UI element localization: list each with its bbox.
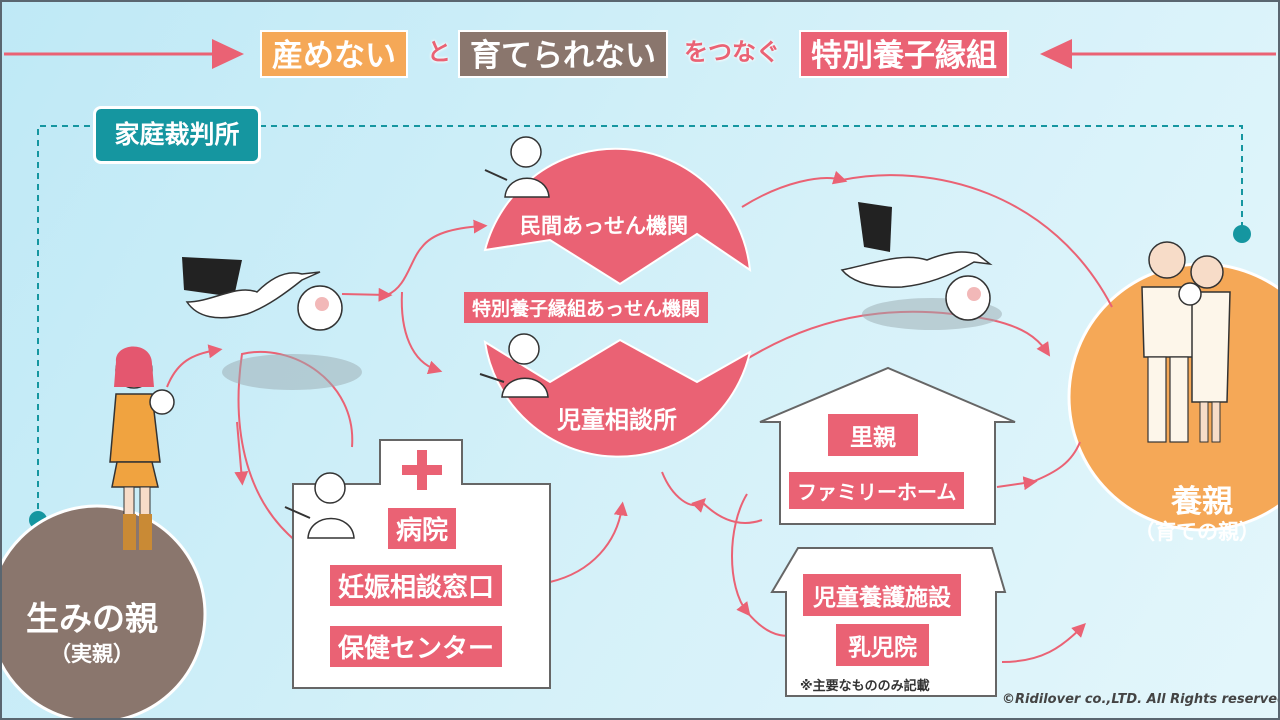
child-guidance-center-label: 児童相談所: [557, 406, 677, 434]
child-center-staff-illustration: [479, 333, 549, 398]
title-join-connect: をつなぐ: [684, 38, 780, 66]
title-join-and: と: [427, 38, 451, 66]
foster-item-foster-parent: 里親: [828, 414, 918, 456]
hospital-cross-icon: [402, 450, 442, 490]
foster-item-family-home: ファミリーホーム: [789, 472, 965, 509]
stork-left-illustration: [182, 257, 362, 390]
birth-parent-sub: （実親）: [50, 642, 134, 666]
stork-right-illustration: [840, 202, 1002, 330]
flow-arrows: [166, 170, 1113, 663]
private-agency-label: 民間あっせん機関: [520, 214, 688, 238]
hospital-staff-illustration: [284, 472, 355, 539]
birth-mother-illustration: [109, 346, 175, 550]
facility-item-childrens-home: 児童養護施設: [803, 574, 961, 616]
title-part-cannot-give-birth: 産めない: [260, 30, 408, 78]
court-dashed-line: [37, 125, 1243, 520]
top-arrow-right: [1040, 39, 1276, 69]
facility-item-infant-home: 乳児院: [836, 624, 929, 666]
adoptive-parents-illustration: [1141, 241, 1231, 443]
adoption-agency-group-label: 特別養子縁組あっせん機関: [464, 292, 709, 323]
birth-parent-name: 生みの親: [26, 599, 158, 638]
top-arrow-left: [4, 39, 244, 69]
hospital-item-health-center: 保健センター: [330, 626, 503, 667]
title-part-special-adoption: 特別養子縁組: [799, 30, 1009, 78]
hospital-item-hospital: 病院: [388, 508, 457, 549]
family-court-label: 家庭裁判所: [93, 106, 261, 164]
hospital-item-pregnancy-consultation: 妊娠相談窓口: [330, 565, 503, 606]
court-line-dot-right: [1233, 225, 1251, 243]
copyright-text: ©Ridilover co.,LTD. All Rights reserved.: [1002, 692, 1280, 707]
facility-note: ※主要なもののみ記載: [800, 679, 930, 694]
adoptive-parent-sub: （育ての親）: [1134, 520, 1260, 544]
title-part-cannot-raise: 育てられない: [458, 30, 668, 78]
adoptive-parent-name: 養親: [1171, 484, 1233, 520]
child-center-shape: [483, 338, 752, 458]
facility-house: [770, 547, 1007, 697]
birth-parent-circle: [2, 504, 207, 718]
agency-staff-illustration: [484, 136, 550, 198]
